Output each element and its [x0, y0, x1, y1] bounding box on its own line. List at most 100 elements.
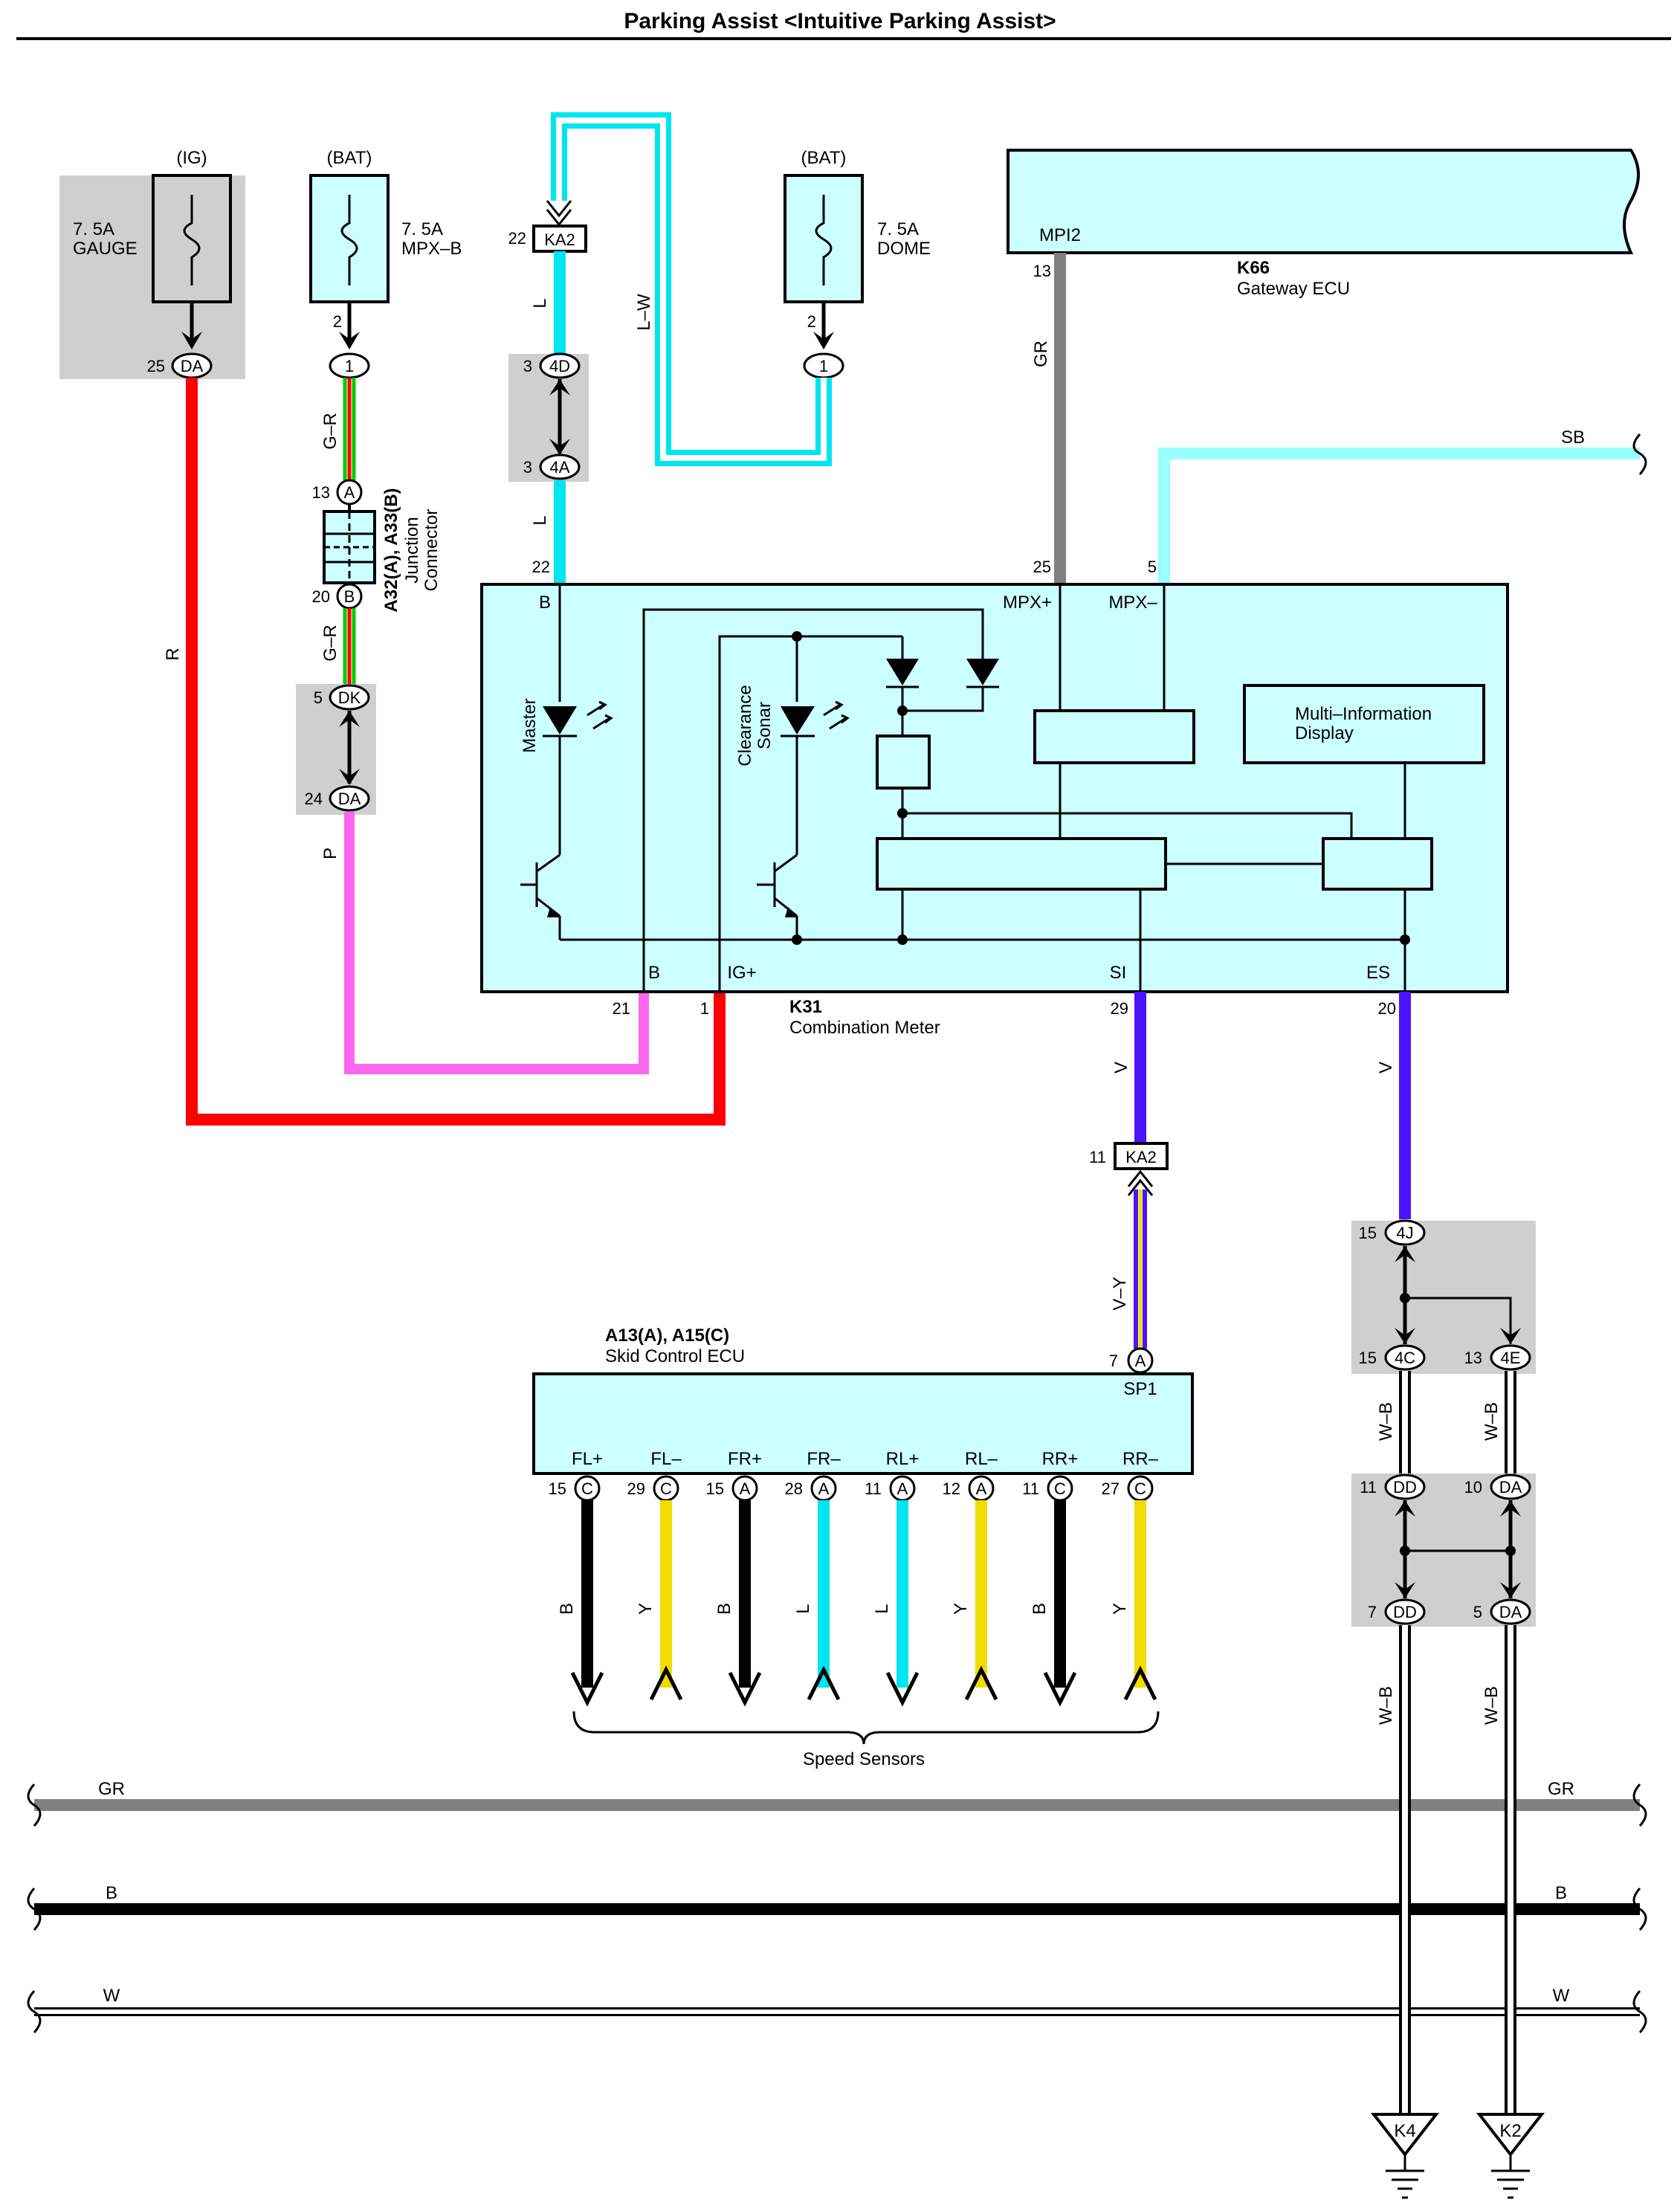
svg-text:15: 15 — [1359, 1349, 1377, 1367]
svg-text:DA: DA — [181, 357, 204, 375]
svg-text:B: B — [648, 963, 660, 983]
svg-text:25: 25 — [147, 357, 165, 375]
svg-text:W–B: W–B — [1376, 1686, 1396, 1725]
svg-text:13: 13 — [1033, 262, 1051, 280]
svg-text:DK: DK — [338, 688, 361, 707]
gateway-ecu: MPI2 13 K66 Gateway ECU — [1007, 149, 1640, 299]
svg-text:K31: K31 — [789, 997, 822, 1017]
ground-k4-icon — [1386, 2169, 1424, 2199]
svg-text:L: L — [530, 515, 550, 525]
svg-text:15: 15 — [1359, 1224, 1377, 1242]
svg-text:2: 2 — [333, 312, 342, 331]
svg-text:GR: GR — [1031, 340, 1051, 367]
terminal-name: RL+ — [886, 1449, 920, 1469]
svg-text:L–W: L–W — [634, 294, 654, 331]
svg-text:24: 24 — [305, 790, 323, 808]
terminal-conn-label: C — [660, 1479, 672, 1498]
wire-wb-mid — [1399, 1371, 1516, 1473]
break-left-icon — [27, 1990, 42, 2033]
svg-text:5: 5 — [1148, 558, 1157, 576]
svg-text:11: 11 — [1089, 1148, 1106, 1166]
break-sb-icon — [1632, 433, 1647, 475]
svg-text:A13(A), A15(C): A13(A), A15(C) — [605, 1326, 729, 1346]
svg-text:DA: DA — [1499, 1478, 1522, 1497]
bus-label-right: B — [1555, 1883, 1567, 1903]
svg-text:20: 20 — [1378, 999, 1396, 1018]
svg-text:1: 1 — [700, 999, 709, 1018]
arrow-up-icon — [964, 1665, 998, 1701]
svg-text:MPI2: MPI2 — [1039, 225, 1081, 245]
svg-text:V: V — [1376, 1062, 1396, 1074]
svg-text:Gateway ECU: Gateway ECU — [1237, 279, 1350, 299]
svg-text:10: 10 — [1464, 1478, 1482, 1497]
fuse-dome-icon — [815, 195, 833, 285]
terminal-pin: 11 — [865, 1479, 882, 1498]
terminal-pin: 12 — [943, 1479, 960, 1498]
sensor-wire-label: Y — [951, 1603, 971, 1615]
svg-text:G–R: G–R — [320, 413, 340, 449]
combination-meter: B MPX+ MPX– 22 25 5 B IG+ SI ES 21 1 29 … — [480, 558, 1509, 1038]
svg-text:(BAT): (BAT) — [801, 148, 847, 168]
break-left-icon — [27, 1888, 42, 1931]
ground-k4: K4 — [1370, 2113, 1440, 2199]
terminal-name: FL+ — [572, 1449, 603, 1469]
svg-text:B: B — [344, 587, 355, 606]
svg-text:L: L — [530, 298, 550, 308]
svg-text:25: 25 — [1033, 558, 1051, 576]
wire-sb — [1158, 448, 1640, 584]
terminal-name: RR+ — [1042, 1449, 1079, 1469]
svg-text:5: 5 — [1473, 1603, 1482, 1621]
svg-text:5: 5 — [314, 688, 323, 707]
terminal-pin: 11 — [1022, 1479, 1039, 1498]
svg-text:3: 3 — [523, 458, 532, 477]
terminal-pin: 27 — [1102, 1479, 1120, 1498]
svg-text:KA2: KA2 — [544, 230, 575, 249]
svg-text:7. 5A: 7. 5A — [877, 219, 919, 239]
svg-text:Junction: Junction — [402, 517, 422, 583]
svg-text:W–B: W–B — [1482, 1402, 1502, 1441]
fuse-dome: (BAT) 7. 5A DOME 2 1 — [784, 148, 931, 379]
svg-text:K4: K4 — [1394, 2121, 1415, 2141]
svg-text:DD: DD — [1393, 1603, 1417, 1621]
svg-text:Combination Meter: Combination Meter — [789, 1018, 940, 1038]
svg-text:11: 11 — [1360, 1478, 1377, 1497]
svg-text:G–R: G–R — [320, 624, 340, 661]
arrow-down-icon — [570, 1671, 604, 1707]
sensor-wire-label: L — [793, 1604, 813, 1613]
terminal-conn-label: A — [740, 1479, 751, 1498]
bus-label-left: GR — [98, 1779, 125, 1799]
fuse-gauge-icon — [183, 195, 201, 285]
svg-text:4J: 4J — [1396, 1224, 1413, 1242]
connector-4d-4a: 3 4D 3 4A — [508, 352, 589, 482]
svg-text:3: 3 — [523, 357, 532, 375]
svg-text:SI: SI — [1110, 963, 1127, 983]
terminal-name: FR+ — [728, 1449, 762, 1469]
sonar-led-icon — [781, 706, 815, 735]
terminal-conn-label: C — [581, 1479, 593, 1498]
sensor-wire-label: L — [872, 1604, 892, 1613]
arrow-down-icon — [885, 1671, 920, 1707]
svg-text:W–B: W–B — [1482, 1686, 1502, 1725]
svg-text:Connector: Connector — [421, 509, 442, 592]
wire-vy — [1134, 1189, 1147, 1349]
terminal-name: FL– — [650, 1449, 682, 1469]
terminal-conn-label: C — [1134, 1479, 1146, 1498]
bus-label-left: B — [106, 1883, 117, 1903]
svg-text:13: 13 — [1464, 1349, 1482, 1367]
svg-text:4A: 4A — [550, 458, 570, 477]
sensor-wire-label: Y — [636, 1603, 656, 1615]
skid-control-ecu: A13(A), A15(C) Skid Control ECU 7 A SP1 — [532, 1326, 1194, 1475]
svg-text:R: R — [163, 648, 183, 660]
terminal-name: FR– — [807, 1449, 841, 1469]
svg-text:Master: Master — [520, 698, 540, 752]
break-right-icon — [1632, 1888, 1647, 1931]
bus-label-right: W — [1553, 1986, 1570, 2006]
svg-text:Multi–Information: Multi–Information — [1295, 704, 1432, 724]
